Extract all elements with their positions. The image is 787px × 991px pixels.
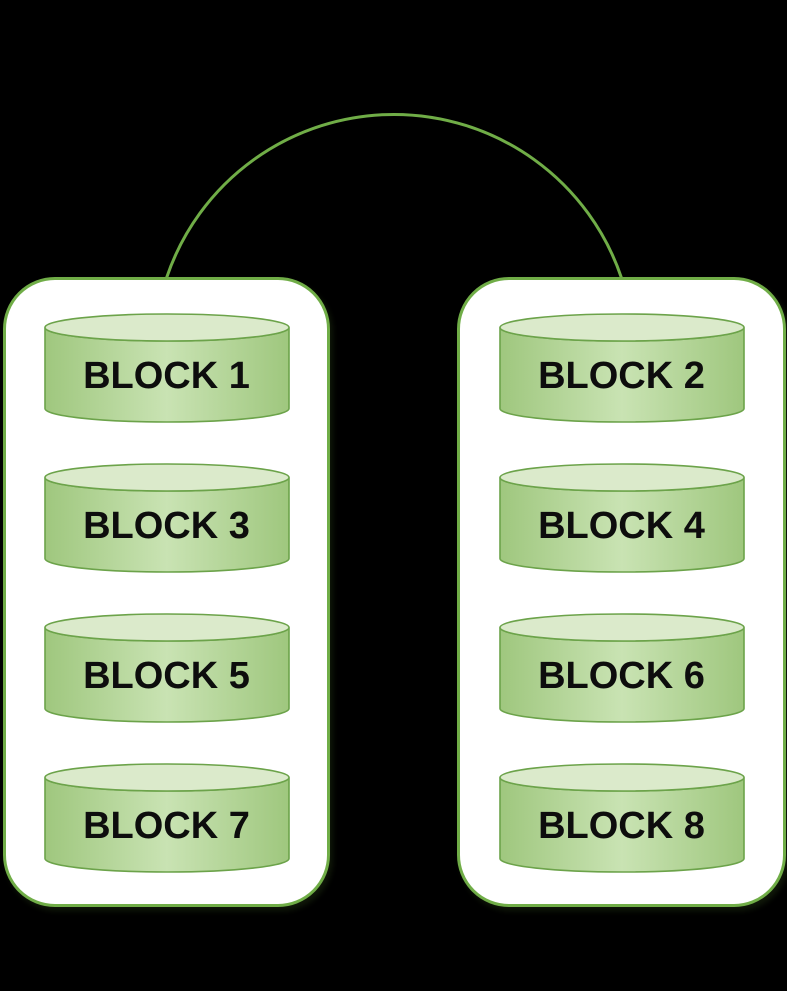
block-cylinder-4: BLOCK 4 [498,463,745,573]
block-cylinder-2: BLOCK 2 [498,313,745,423]
block-label: BLOCK 3 [83,504,250,547]
block-label: BLOCK 1 [83,354,250,397]
block-cylinder-8: BLOCK 8 [498,763,745,873]
chain-panel-left: BLOCK 1 BLOCK 3 BLOCK 5 BLOCK 7 [3,277,330,907]
block-cylinder-5: BLOCK 5 [43,613,290,723]
block-label: BLOCK 4 [538,504,705,547]
block-cylinder-1: BLOCK 1 [43,313,290,423]
block-cylinder-6: BLOCK 6 [498,613,745,723]
chain-panel-right: BLOCK 2 BLOCK 4 BLOCK 6 BLOCK 8 [457,277,786,907]
block-label: BLOCK 5 [83,654,250,697]
block-label: BLOCK 6 [538,654,705,697]
block-label: BLOCK 2 [538,354,705,397]
block-label: BLOCK 8 [538,804,705,847]
block-cylinder-7: BLOCK 7 [43,763,290,873]
block-cylinder-3: BLOCK 3 [43,463,290,573]
block-label: BLOCK 7 [83,804,250,847]
